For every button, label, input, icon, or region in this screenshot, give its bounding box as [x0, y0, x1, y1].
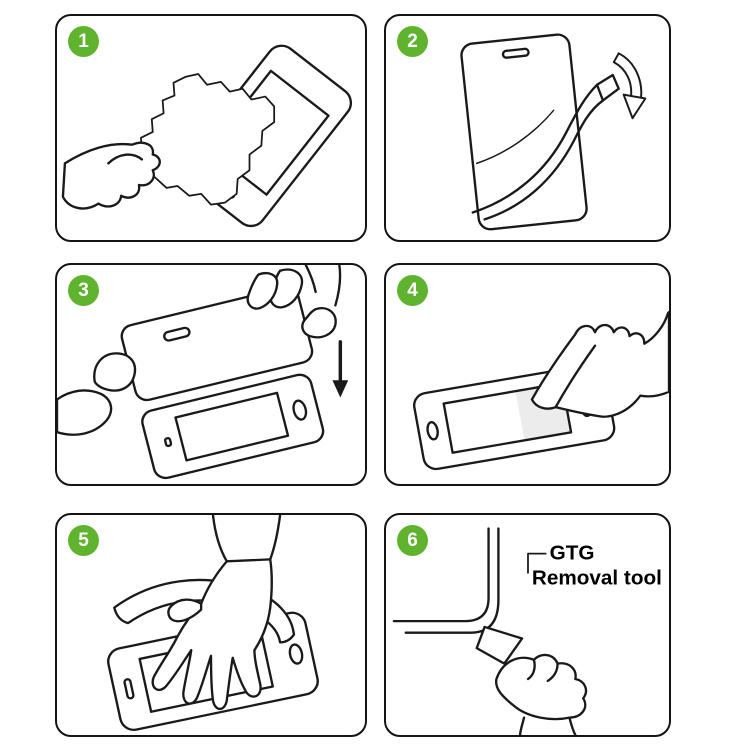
- step-number: 3: [78, 279, 89, 301]
- step-number: 5: [78, 529, 89, 551]
- peel-film-illustration: [460, 33, 647, 231]
- step-panel-1: 1: [55, 14, 367, 242]
- step-number-badge: 3: [68, 275, 99, 306]
- cleaning-cloth-icon: [129, 73, 276, 206]
- screen-protector-icon: [460, 33, 588, 231]
- removal-tool-illustration: GTG Removal tool: [392, 527, 662, 735]
- smoothing-hand-icon: [151, 515, 282, 711]
- label-pointer-line: [527, 552, 547, 574]
- step-number-badge: 4: [397, 275, 428, 306]
- tool-label-line2: Removal tool: [532, 567, 662, 590]
- step-number-badge: 6: [397, 525, 428, 556]
- smooth-film-illustration: [107, 515, 319, 732]
- pressing-hand-icon: [530, 310, 669, 418]
- step-number: 4: [407, 279, 418, 301]
- peel-direction-arrow-icon: [612, 52, 647, 120]
- step-panel-2: 2: [384, 14, 671, 242]
- step-panel-5: 5: [55, 513, 367, 737]
- step-number-badge: 2: [397, 26, 428, 57]
- phone-icon: [141, 373, 325, 480]
- step-number: 1: [78, 30, 89, 52]
- step-panel-6: 6 GTG Removal tool: [384, 513, 671, 737]
- wipe-screen-illustration: [61, 44, 353, 228]
- step-number-badge: 5: [68, 525, 99, 556]
- left-thumb-icon: [57, 352, 137, 436]
- step-number-badge: 1: [68, 26, 99, 57]
- step-panel-3: 3: [55, 263, 367, 486]
- place-down-arrow-icon: [332, 340, 349, 398]
- removal-tool-icon: [475, 625, 524, 665]
- step-panel-4: 4: [384, 263, 671, 486]
- tool-label-line1: GTG: [550, 542, 595, 565]
- holding-hand-icon: [494, 653, 588, 735]
- peeling-film-icon: [471, 73, 620, 221]
- screen-corner-icon: [392, 527, 500, 634]
- step-number: 2: [407, 30, 418, 52]
- right-hand-icon: [246, 265, 342, 339]
- press-center-illustration: [413, 310, 669, 471]
- step-number: 6: [407, 529, 418, 551]
- hand-icon: [61, 141, 161, 210]
- align-protector-illustration: [57, 265, 349, 480]
